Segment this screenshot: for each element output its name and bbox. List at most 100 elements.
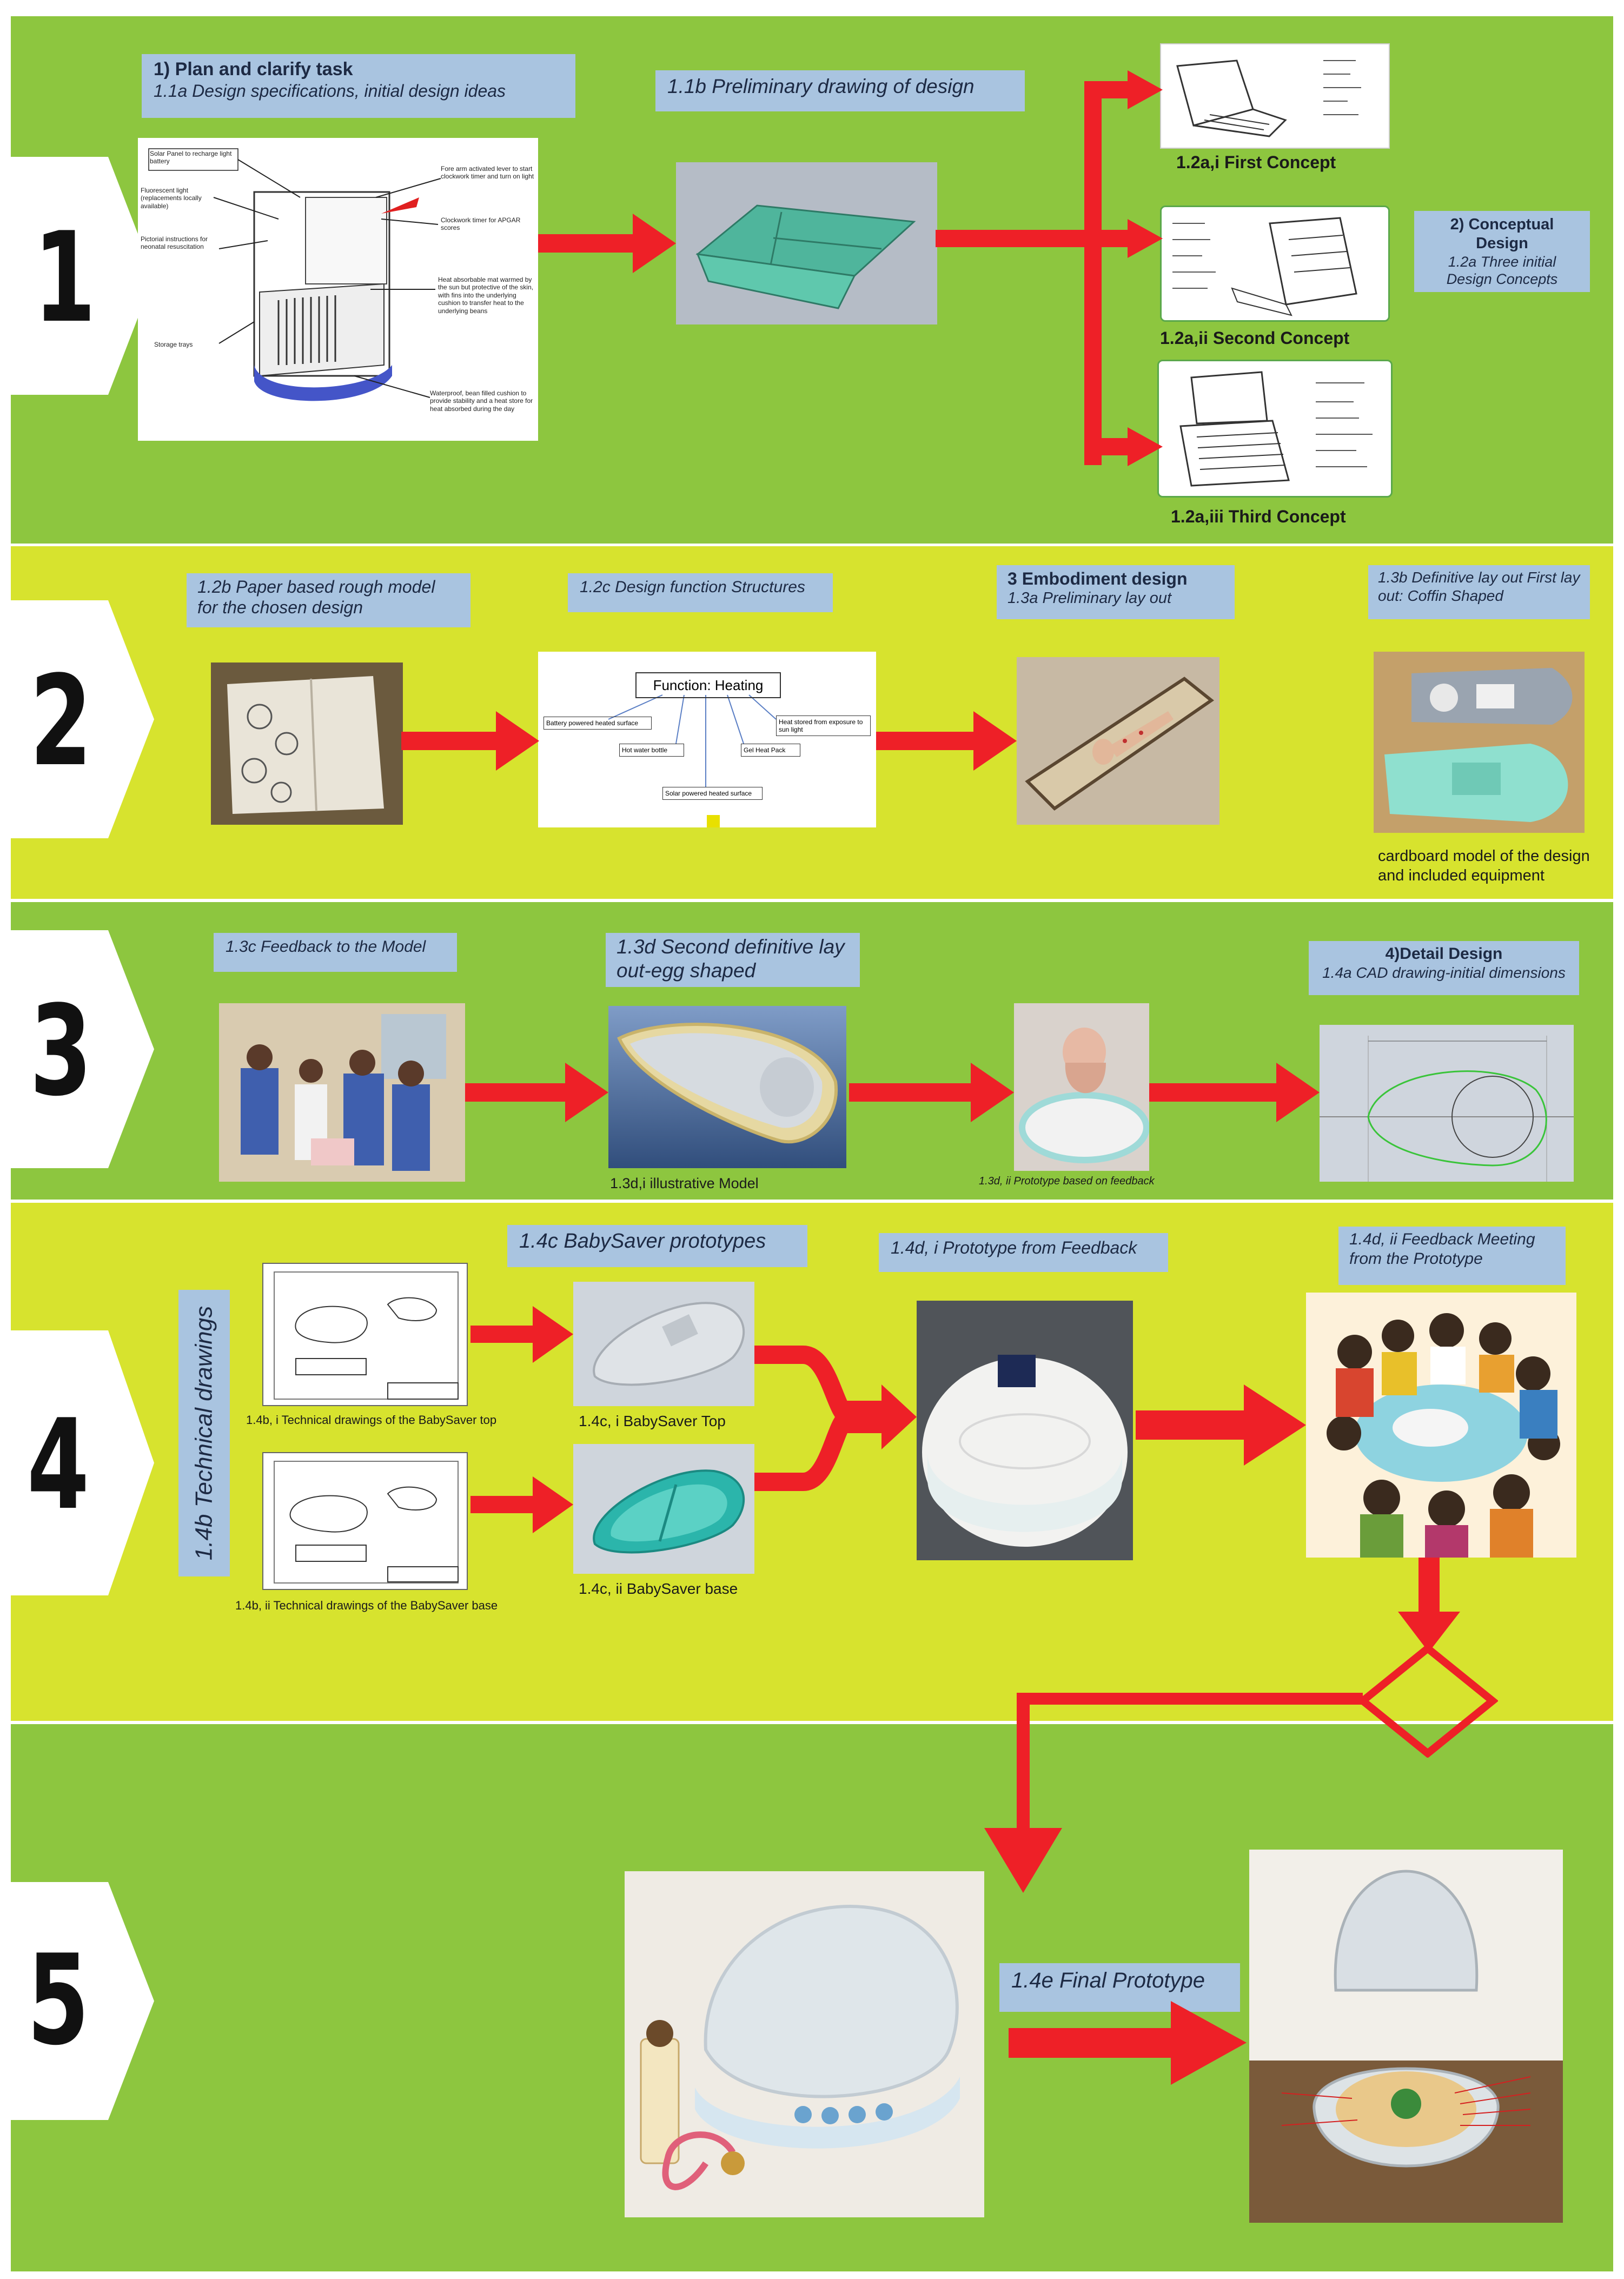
- step5-chevron: [0, 1882, 154, 2120]
- sketch-note-storage: Storage trays: [154, 341, 193, 348]
- paper-model-photo: [211, 662, 403, 825]
- sketch-note-solar: Solar Panel to recharge light battery: [150, 150, 232, 165]
- definitive-layout-label: 1.3b Definitive lay out First lay out: C…: [1368, 565, 1590, 619]
- arrow-renders-merge: [754, 1346, 917, 1491]
- sketch-note-pictorial: Pictorial instructions for neonatal resu…: [141, 235, 208, 251]
- step2-chevron: [0, 600, 154, 838]
- babysaver-top-render: [573, 1282, 754, 1406]
- function-structures-label: 1.2c Design function Structures: [568, 573, 833, 612]
- step3-chevron: [0, 930, 154, 1168]
- cad-drawing: [1320, 1025, 1574, 1182]
- arrow-td-base-to-render: [470, 1476, 573, 1533]
- arrow-final-to-annotated: [1009, 2001, 1247, 2085]
- feedback-group-photo: [219, 1003, 465, 1182]
- hot-water-bottle-box: Hot water bottle: [619, 744, 684, 757]
- preliminary-drawing-text: 1.1b Preliminary drawing of design: [667, 75, 975, 97]
- plan-clarify-label: 1) Plan and clarify task 1.1a Design spe…: [142, 54, 575, 118]
- prototype-from-feedback-text: 1.4d, i Prototype from Feedback: [891, 1238, 1137, 1257]
- feedback-meeting-text: 1.4d, ii Feedback Meeting from the Proto…: [1349, 1230, 1535, 1268]
- arrow-feedback-to-egg: [465, 1063, 608, 1122]
- technical-drawing-top-caption: 1.4b, i Technical drawings of the BabySa…: [246, 1413, 497, 1427]
- step1-number: 1: [34, 206, 96, 350]
- feedback-meeting-label: 1.4d, ii Feedback Meeting from the Proto…: [1338, 1227, 1566, 1285]
- illustrative-model-caption: 1.3d,i illustrative Model: [610, 1175, 759, 1191]
- gel-heat-pack-box: Gel Heat Pack: [741, 744, 800, 757]
- arrow-td-top-to-render: [470, 1306, 573, 1363]
- plan-clarify-title: 1) Plan and clarify task: [154, 59, 353, 80]
- sketch-note-fluorescent: Fluorescent light (replacements locally …: [141, 187, 202, 210]
- final-prototype-photo: [625, 1871, 984, 2217]
- sketch-note-lever: Fore arm activated lever to start clockw…: [441, 165, 534, 181]
- step4-number: 4: [27, 1393, 90, 1538]
- step1-chevron: [0, 157, 154, 395]
- second-layout-text: 1.3d Second definitive lay out-egg shape…: [617, 936, 845, 982]
- technical-drawing-top: [262, 1263, 468, 1406]
- technical-drawing-base-caption: 1.4b, ii Technical drawings of the BabyS…: [235, 1599, 498, 1612]
- second-layout-label: 1.3d Second definitive lay out-egg shape…: [606, 933, 860, 987]
- final-prototype-annotated-photo: [1249, 1850, 1563, 2223]
- preliminary-3d-render: [676, 162, 937, 324]
- arrow-meeting-to-decision: [1398, 1558, 1460, 1652]
- cardboard-model-photo: [1374, 652, 1585, 833]
- prototype-from-feedback-label: 1.4d, i Prototype from Feedback: [879, 1233, 1168, 1272]
- arrow-render-to-concepts: [936, 70, 1163, 466]
- detail-design-label: 4)Detail Design 1.4a CAD drawing-initial…: [1309, 941, 1579, 995]
- step3-number: 3: [30, 979, 92, 1124]
- design-sketch: Solar Panel to recharge light battery Fl…: [138, 138, 538, 441]
- babysaver-prototypes-label: 1.4c BabySaver prototypes: [507, 1225, 807, 1267]
- sketch-note-heat-mat: Heat absorbable mat warmed by the sun bu…: [438, 276, 534, 315]
- third-concept-caption: 1.2a,iii Third Concept: [1171, 507, 1346, 526]
- arrow-paper-to-function: [401, 711, 539, 771]
- step5-number: 5: [27, 1929, 90, 2073]
- heat-stored-box: Heat stored from exposure to sun light: [776, 716, 871, 736]
- embodiment-design-label: 3 Embodiment design 1.3a Preliminary lay…: [997, 565, 1235, 619]
- feedback-prototype-2-photo: [917, 1301, 1133, 1560]
- arrow-prototype-to-meeting: [1136, 1384, 1306, 1466]
- detail-design-title: 4)Detail Design: [1385, 945, 1503, 963]
- arrow-sketch-to-render: [538, 214, 676, 273]
- function-structure-diagram: Function: Heating Battery powered heated…: [538, 652, 876, 827]
- conceptual-design-subtitle: 1.2a Three initial Design Concepts: [1446, 253, 1558, 287]
- decision-diamond: [1357, 1644, 1498, 1758]
- sketch-note-clockwork: Clockwork timer for APGAR scores: [441, 216, 521, 232]
- function-structures-text: 1.2c Design function Structures: [580, 578, 805, 596]
- step2-number: 2: [30, 650, 92, 794]
- step4-chevron: [0, 1330, 154, 1595]
- illustrative-egg-model: [608, 1006, 846, 1168]
- paper-model-text: 1.2b Paper based rough model for the cho…: [197, 577, 435, 618]
- arrow-function-to-embodiment: [876, 711, 1017, 771]
- final-prototype-text: 1.4e Final Prototype: [1011, 1969, 1205, 1992]
- feedback-meeting-illustration: [1306, 1293, 1576, 1558]
- sketch-note-waterproof: Waterproof, bean filled cushion to provi…: [430, 389, 533, 413]
- detail-design-subtitle: 1.4a CAD drawing-initial dimensions: [1322, 964, 1566, 981]
- preliminary-layout-photo: [1017, 657, 1219, 825]
- final-prototype-label: 1.4e Final Prototype: [999, 1963, 1240, 2012]
- babysaver-base-caption: 1.4c, ii BabySaver base: [579, 1580, 738, 1597]
- preliminary-drawing-label: 1.1b Preliminary drawing of design: [655, 70, 1025, 111]
- third-concept-sketch: [1157, 360, 1393, 498]
- solar-heated-box: Solar powered heated surface: [662, 787, 763, 800]
- second-concept-caption: 1.2a,ii Second Concept: [1160, 328, 1350, 348]
- technical-drawings-label: 1.4b Technical drawings: [178, 1290, 230, 1576]
- arrow-egg-to-prototype: [849, 1063, 1014, 1122]
- arrow-decision-to-final: [984, 1693, 1363, 1893]
- technical-drawings-text: 1.4b Technical drawings: [190, 1306, 217, 1561]
- definitive-layout-text: 1.3b Definitive lay out First lay out: C…: [1378, 569, 1580, 604]
- arrow-prototype-to-cad: [1149, 1063, 1320, 1122]
- embodiment-design-title: 3 Embodiment design: [1007, 569, 1188, 588]
- paper-model-label: 1.2b Paper based rough model for the cho…: [187, 573, 470, 627]
- first-concept-sketch: [1160, 43, 1390, 149]
- babysaver-prototypes-text: 1.4c BabySaver prototypes: [519, 1230, 766, 1253]
- babysaver-top-caption: 1.4c, i BabySaver Top: [579, 1413, 726, 1429]
- feedback-model-text: 1.3c Feedback to the Model: [226, 938, 426, 956]
- second-concept-sketch: [1160, 206, 1390, 322]
- function-heating-box: Function: Heating: [635, 672, 781, 698]
- conceptual-design-label: 2) Conceptual Design 1.2a Three initial …: [1414, 211, 1590, 292]
- feedback-model-label: 1.3c Feedback to the Model: [214, 933, 457, 972]
- embodiment-design-subtitle: 1.3a Preliminary lay out: [1007, 589, 1172, 607]
- first-concept-caption: 1.2a,i First Concept: [1176, 153, 1336, 172]
- cardboard-model-caption: cardboard model of the design and includ…: [1378, 847, 1590, 885]
- feedback-prototype-photo: [1014, 1003, 1149, 1171]
- conceptual-design-title: 2) Conceptual Design: [1450, 216, 1554, 252]
- babysaver-base-render: [573, 1444, 754, 1574]
